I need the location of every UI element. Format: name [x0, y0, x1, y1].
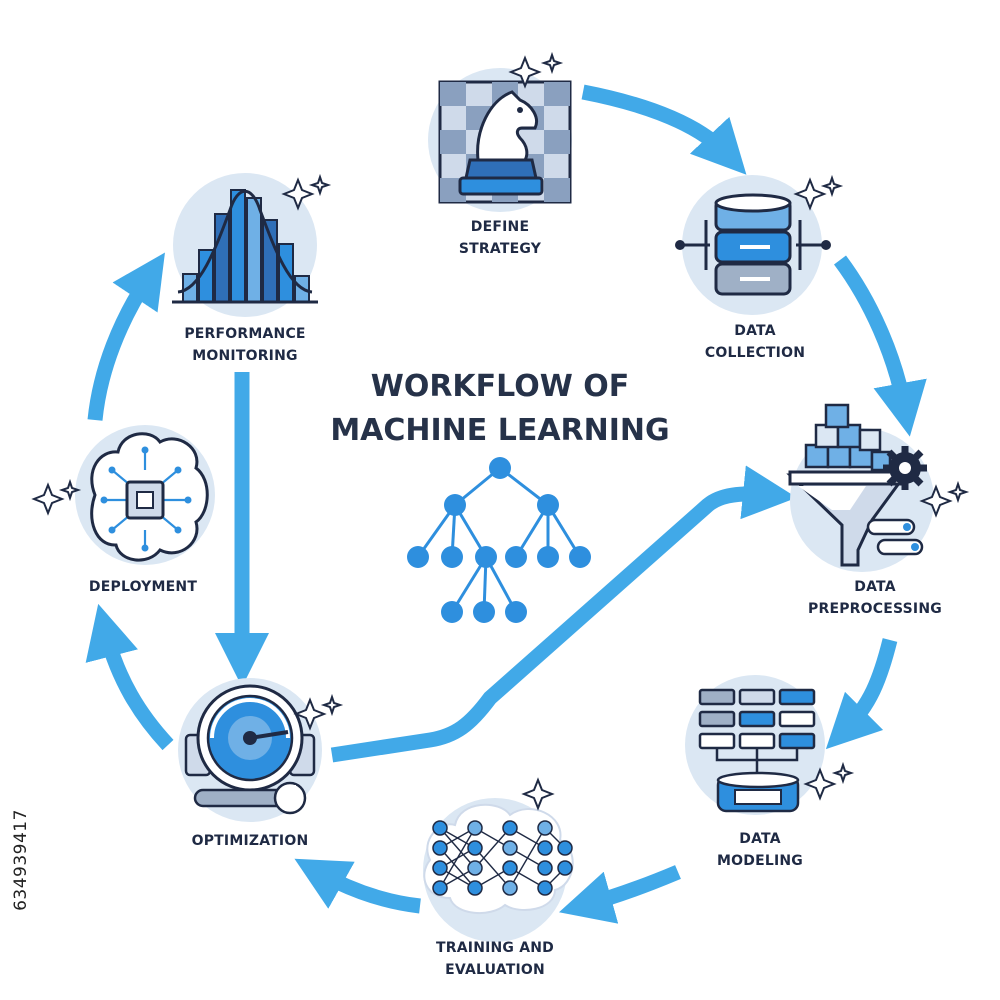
label-line: DEPLOYMENT [88, 579, 198, 595]
label-data-preprocessing: DATA PREPROCESSING [790, 576, 960, 620]
sparkle-icon [281, 173, 332, 211]
label-data-modeling: DATA MODELING [690, 828, 830, 872]
label-define-strategy: DEFINE STRATEGY [420, 216, 580, 260]
neural-network-icon [423, 803, 574, 915]
label-line: DATA [739, 831, 781, 847]
label-line: MONITORING [192, 348, 298, 364]
label-line: MODELING [717, 853, 803, 869]
cycle-arrows [85, 84, 927, 924]
gauge-wrench-icon [184, 684, 316, 815]
label-line: DATA [734, 323, 776, 339]
arrow-optimization-to-deployment [85, 603, 174, 751]
arrow-optimization-to-preprocessing [330, 465, 797, 763]
sparkle-icon [31, 478, 82, 516]
arrow-preprocessing-to-modeling [825, 638, 898, 750]
label-line: TRAINING AND [436, 940, 554, 956]
bell-curve-chart-icon [172, 189, 318, 304]
stock-image-id-text: 634939417 [11, 809, 31, 911]
funnel-icon [786, 403, 927, 567]
label-line: PERFORMANCE [184, 326, 306, 342]
brain-chip-icon [90, 432, 209, 562]
title-line-1: WORKFLOW OF [370, 369, 630, 404]
tree-hierarchy-icon [407, 457, 591, 623]
arrow-strategy-to-collection [581, 84, 747, 175]
diagram-title: WORKFLOW OF MACHINE LEARNING [300, 365, 700, 453]
label-line: COLLECTION [704, 345, 806, 361]
label-training-and-evaluation: TRAINING AND EVALUATION [410, 937, 580, 981]
sparkle-icon [521, 777, 555, 811]
stock-image-id: 634939417 [6, 760, 36, 960]
sparkle-icon [793, 174, 844, 211]
label-optimization: OPTIMIZATION [165, 830, 335, 852]
label-line: DATA [854, 579, 896, 595]
gear-icon [883, 446, 927, 490]
title-line-2: MACHINE LEARNING [330, 413, 670, 448]
sparkle-icon [508, 51, 564, 89]
label-line: OPTIMIZATION [191, 833, 309, 849]
sparkle-icon [803, 761, 855, 801]
label-line: DEFINE [470, 219, 530, 235]
label-deployment: DEPLOYMENT [68, 576, 218, 598]
label-line: PREPROCESSING [808, 601, 942, 617]
arrow-training-to-optimization [294, 858, 421, 914]
label-line: EVALUATION [445, 962, 545, 978]
sparkle-icon [919, 480, 970, 518]
arrow-modeling-to-training [559, 865, 681, 924]
data-model-icon [698, 688, 816, 813]
label-performance-monitoring: PERFORMANCE MONITORING [165, 323, 325, 367]
label-data-collection: DATA COLLECTION [680, 320, 830, 364]
database-icon [675, 193, 831, 296]
sparkle-icon [293, 693, 344, 731]
chess-knight-icon [438, 80, 572, 204]
arrow-collection-to-preprocessing [833, 255, 927, 437]
label-line: STRATEGY [458, 241, 542, 257]
arrow-deployment-to-monitoring [87, 252, 165, 421]
